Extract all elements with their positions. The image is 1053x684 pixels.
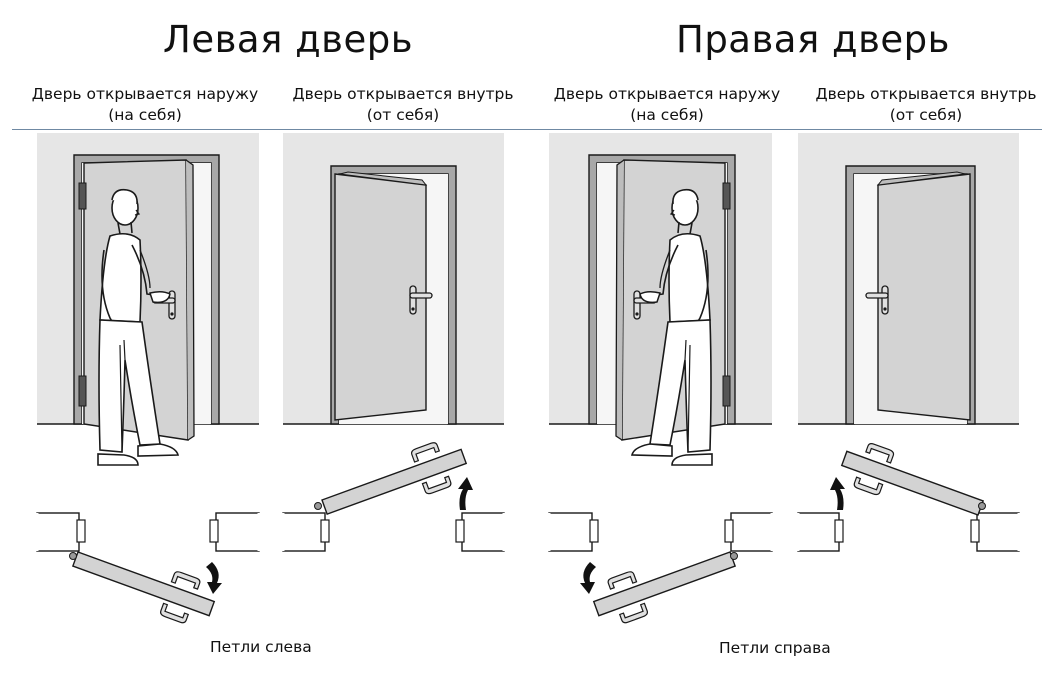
right-hinges-caption: Петли справа — [719, 639, 831, 657]
left-inward-label: Дверь открывается внутрь (от себя) — [278, 84, 528, 126]
left-outward-line2: (на себя) — [108, 106, 182, 124]
hinge-icon — [78, 375, 87, 407]
door-leaf — [877, 173, 971, 421]
plan-left-inward — [281, 442, 506, 552]
panel-left-inward — [283, 133, 504, 425]
left-inward-line2: (от себя) — [366, 106, 440, 124]
plan-right-outward — [547, 512, 774, 624]
right-inward-line1: Дверь открывается внутрь — [815, 85, 1037, 103]
right-inward-label: Дверь открывается внутрь (от себя) — [801, 84, 1051, 126]
left-outward-line1: Дверь открывается наружу — [31, 85, 259, 103]
right-outward-label: Дверь открывается наружу (на себя) — [542, 84, 792, 126]
hinge-icon — [722, 182, 731, 210]
arrow-icon — [458, 477, 473, 510]
hinge-icon — [78, 182, 87, 210]
hinge-icon — [722, 375, 731, 407]
header-divider — [12, 129, 1042, 130]
left-door-title: Левая дверь — [163, 18, 414, 61]
arrow-icon — [206, 562, 222, 594]
left-outward-label: Дверь открывается наружу (на себя) — [20, 84, 270, 126]
arrow-icon — [580, 562, 596, 594]
right-door-title: Правая дверь — [676, 18, 950, 61]
plan-left-outward — [35, 512, 261, 624]
left-hinges-caption: Петли слева — [210, 638, 312, 656]
left-inward-line1: Дверь открывается внутрь — [292, 85, 514, 103]
right-outward-line1: Дверь открывается наружу — [553, 85, 781, 103]
panel-right-outward — [549, 133, 772, 466]
right-inward-line2: (от себя) — [889, 106, 963, 124]
panel-right-inward — [798, 133, 1019, 425]
plan-right-inward — [796, 443, 1021, 552]
arrow-icon — [830, 477, 845, 510]
right-outward-line2: (на себя) — [630, 106, 704, 124]
panel-left-outward — [37, 133, 259, 466]
